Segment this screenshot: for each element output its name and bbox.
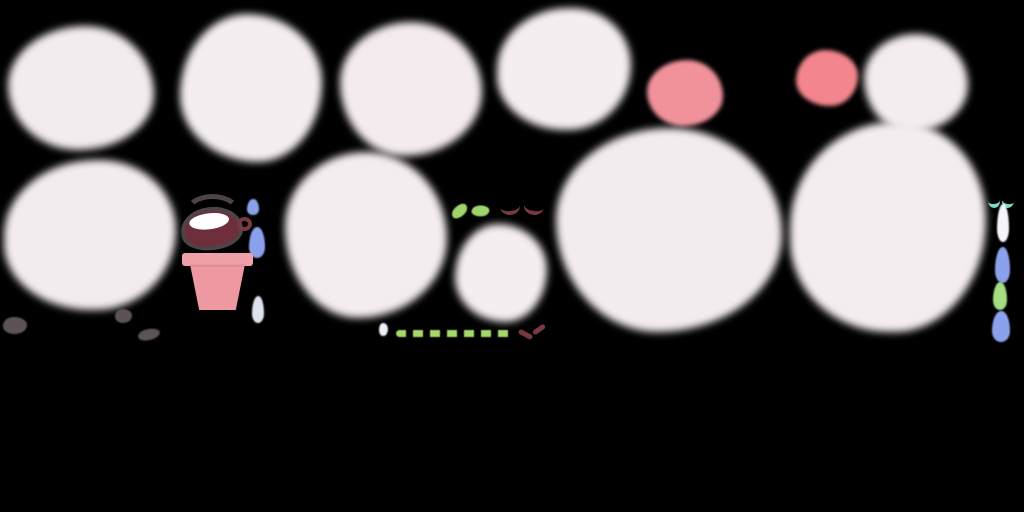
blue-drop-small: [247, 199, 259, 215]
gray-drop: [252, 296, 264, 323]
maroon-arcs: [499, 195, 546, 217]
white-drop: [997, 204, 1009, 242]
cloud-blob-8: [455, 224, 547, 322]
blue-drop-right-2: [992, 311, 1010, 342]
maroon-check: [517, 322, 547, 341]
flower-pot-rim: [182, 253, 253, 267]
leaf-pair-leaf-1: [449, 202, 471, 220]
leaf-pair: [449, 202, 491, 220]
maroon-arcs-arc-2: [522, 195, 546, 217]
cloud-blob-10: [790, 122, 986, 332]
leaf-pair-leaf-2: [470, 202, 491, 220]
dark-pebble-1: [3, 317, 27, 334]
mouth-sprite-brow: [184, 194, 242, 234]
green-drop: [993, 282, 1007, 310]
maroon-arcs-arc-1: [499, 195, 522, 216]
cloud-blob-4: [497, 8, 631, 130]
cloud-blob-5: [864, 34, 968, 132]
blue-drop-right-1: [995, 247, 1010, 283]
pink-blob-2: [796, 50, 858, 106]
cloud-blob-1: [8, 26, 154, 150]
cloud-blob-9: [556, 128, 782, 332]
maroon-ring: [237, 217, 252, 231]
maroon-check-bar-2: [531, 323, 547, 336]
maroon-check-bar-1: [517, 328, 534, 341]
pink-blob-1: [647, 60, 723, 126]
blue-drop-medium: [249, 227, 265, 258]
grass-line: [396, 330, 512, 337]
cloud-blob-6: [4, 160, 176, 310]
mouth-sprite: [178, 194, 246, 254]
cloud-blob-7: [285, 152, 447, 318]
dark-pebble-3: [137, 326, 161, 343]
white-speck: [379, 323, 388, 336]
flower-pot-body: [190, 264, 245, 310]
dark-pebble-2: [115, 309, 132, 323]
cloud-blob-2: [180, 14, 322, 162]
flower-pot: [182, 253, 253, 310]
cloud-blob-3: [340, 22, 482, 156]
mouth-sprite-teeth: [188, 211, 231, 233]
teal-arcs-arc-1: [987, 193, 1001, 209]
